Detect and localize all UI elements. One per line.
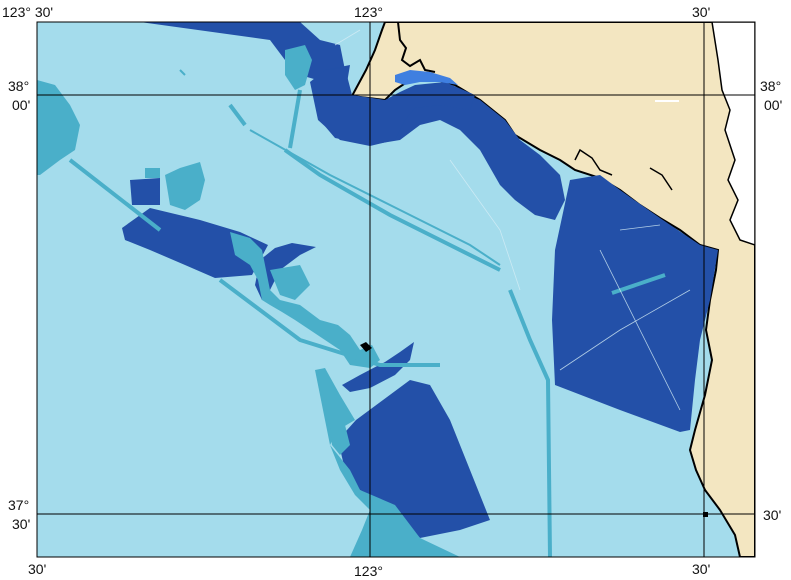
medium-zone-southwest [330, 425, 350, 455]
label-right-upper-deg: 38° [760, 78, 781, 94]
label-left-lower-deg: 37° [8, 497, 29, 513]
bay-inlet [574, 148, 673, 191]
map-frame [36, 21, 756, 558]
medium-zone-island [165, 162, 205, 210]
label-left-upper-deg: 38° [8, 78, 29, 94]
white-fleck [655, 100, 679, 102]
dark-zone-north [140, 22, 345, 85]
label-bottom-left: 30' [28, 561, 46, 577]
graticule [37, 22, 755, 557]
label-right-lower-min: 30' [763, 507, 781, 523]
shipping-lanes [68, 89, 666, 557]
label-bottom-center: 123° [354, 563, 383, 579]
label-top-left: 123° 30' [2, 4, 53, 20]
label-left-upper-min: 00' [12, 97, 30, 113]
medium-zone-middle [270, 265, 310, 300]
dark-zone-west-strip [122, 208, 268, 278]
bright-zone-bay [395, 70, 458, 85]
label-left-lower-min: 30' [12, 516, 30, 532]
boundary-lines [334, 29, 691, 411]
medium-zone-island [145, 168, 160, 178]
dark-zone-crescent [342, 342, 414, 392]
label-top-right: 30' [692, 4, 710, 20]
dark-zone-arc [255, 243, 316, 300]
label-right-upper-min: 00' [764, 97, 782, 113]
medium-zone-south [315, 368, 460, 557]
dark-zone-bay-arc [310, 68, 475, 146]
traffic-lanes-thin [179, 69, 501, 266]
label-top-center: 123° [354, 4, 383, 20]
no-data-area [711, 22, 755, 246]
label-bottom-right: 30' [692, 561, 710, 577]
dark-zone-east [552, 175, 718, 432]
rock-marker [360, 342, 372, 352]
dark-zone-coastal-band [315, 65, 565, 220]
bay-inlet [397, 22, 436, 73]
medium-zone-west-edge [37, 80, 80, 175]
dark-zone-small-box [130, 178, 160, 205]
medium-zone-middle [230, 232, 380, 368]
medium-zone-north [285, 45, 312, 90]
